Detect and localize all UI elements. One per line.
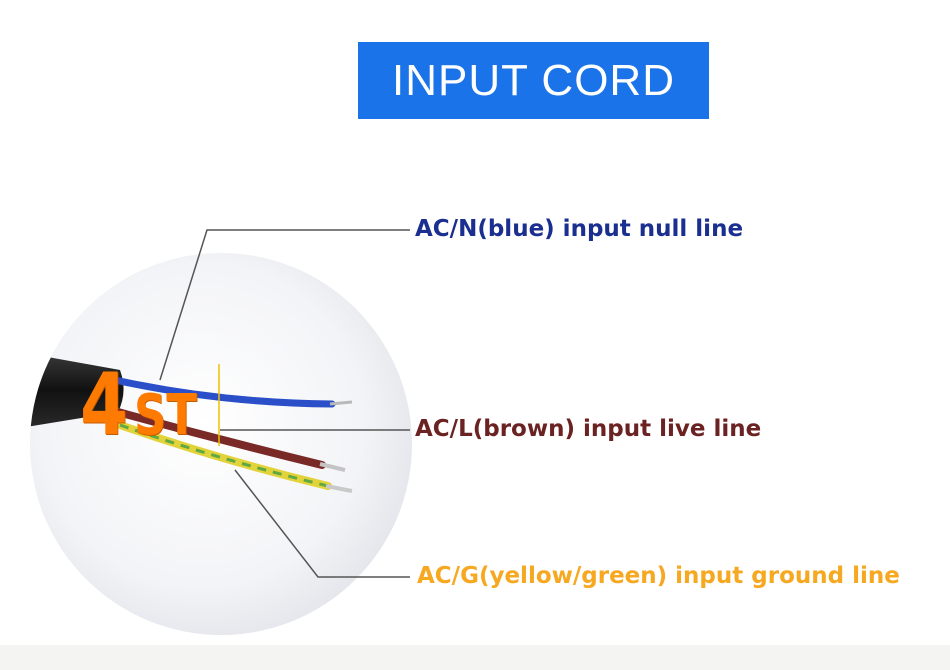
label-null-line: AC/N(blue) input null line (415, 216, 744, 242)
label-ground-line: AC/G(yellow/green) input ground line (417, 563, 900, 589)
label-live-line: AC/L(brown) input live line (415, 416, 762, 442)
ground-wire (116, 421, 332, 490)
leader-ground (234, 469, 410, 578)
brown-wire (114, 408, 326, 469)
leader-null (159, 229, 410, 381)
page-title: INPUT CORD (392, 55, 675, 105)
blue-wire (111, 376, 336, 408)
photo-disk (30, 253, 412, 635)
cable-jacket (30, 352, 124, 428)
title-banner: INPUT CORD (358, 42, 709, 119)
footer-strip (0, 645, 950, 670)
